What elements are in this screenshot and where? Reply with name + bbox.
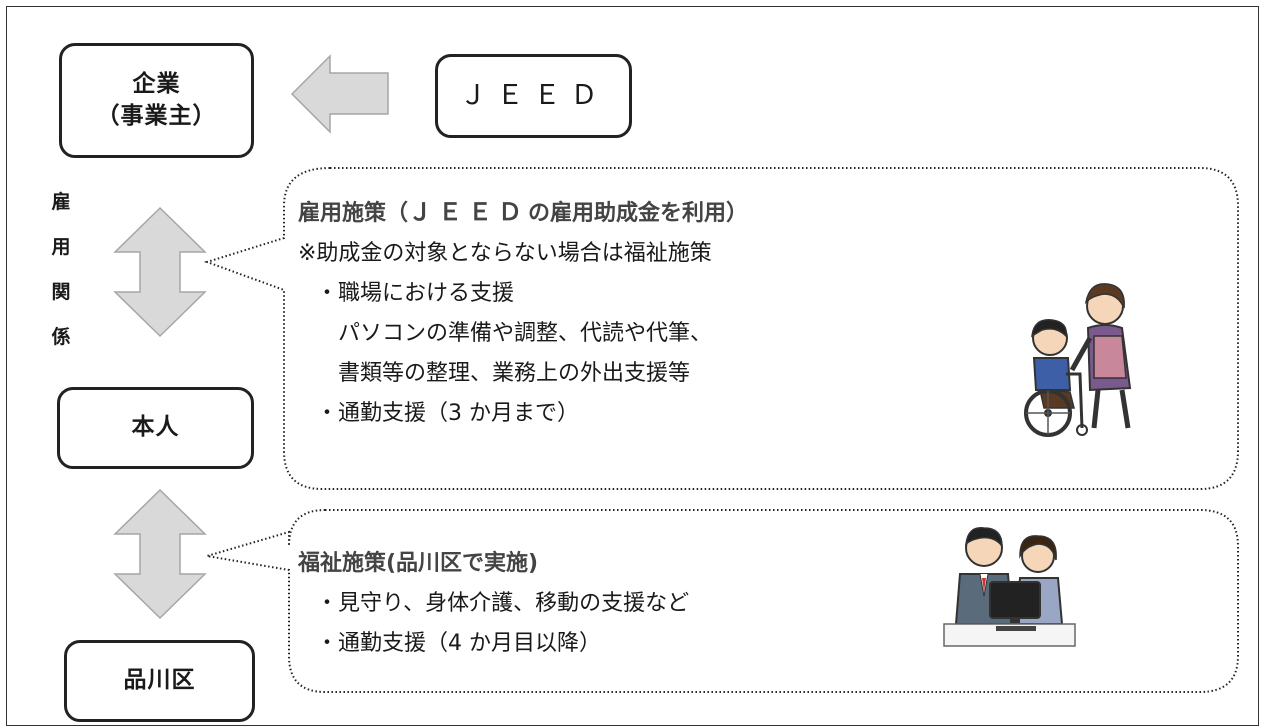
welfare-policy-title: 福祉施策(品川区で実施) [298,551,539,576]
vertical-char: 雇 [51,191,71,213]
computer-illustration-icon [943,527,1076,647]
vertical-char: 用 [51,236,71,258]
employment-policy-content: 雇用施策（ＪＥＥＤの雇用助成金を利用） ※助成金の対象とならない場合は福祉施策 … [298,192,748,434]
vertical-char: 関 [51,281,71,303]
vertical-char: 係 [51,326,71,348]
double-arrow-employment [113,206,207,338]
left-arrow [290,54,389,134]
wheelchair-illustration-icon [1024,283,1132,437]
company-sub-label: （事業主） [96,102,217,129]
welfare-policy-content: 福祉施策(品川区で実施) ・見守り、身体介護、移動の支援など ・通勤支援（4 か… [298,544,689,664]
employment-callout [203,167,1239,490]
commute-support-item: ・通勤支援（4 か月目以降） [316,631,601,656]
workplace-support-detail: パソコンの準備や調整、代読や代筆、 [338,321,713,346]
commute-support-item: ・通勤支援（3 か月まで） [316,401,579,426]
person-label: 本人 [131,414,180,441]
jeed-label: ＪＥＥＤ [459,79,608,111]
company-box: 企業 （事業主） [59,43,254,158]
ward-label: 品川区 [123,667,196,694]
employment-relationship-label: 雇 用 関 係 [41,182,81,362]
jeed-box: ＪＥＥＤ [435,54,632,138]
double-arrow-welfare [113,488,207,620]
workplace-support-item: ・職場における支援 [316,281,515,306]
care-support-item: ・見守り、身体介護、移動の支援など [316,591,690,616]
subsidy-note: ※助成金の対象とならない場合は福祉施策 [298,241,712,266]
employment-policy-title: 雇用施策（ＪＥＥＤの雇用助成金を利用） [298,197,749,226]
company-label: 企業 [132,71,181,98]
person-box: 本人 [57,387,254,469]
workplace-support-detail: 書類等の整理、業務上の外出支援等 [338,361,691,386]
